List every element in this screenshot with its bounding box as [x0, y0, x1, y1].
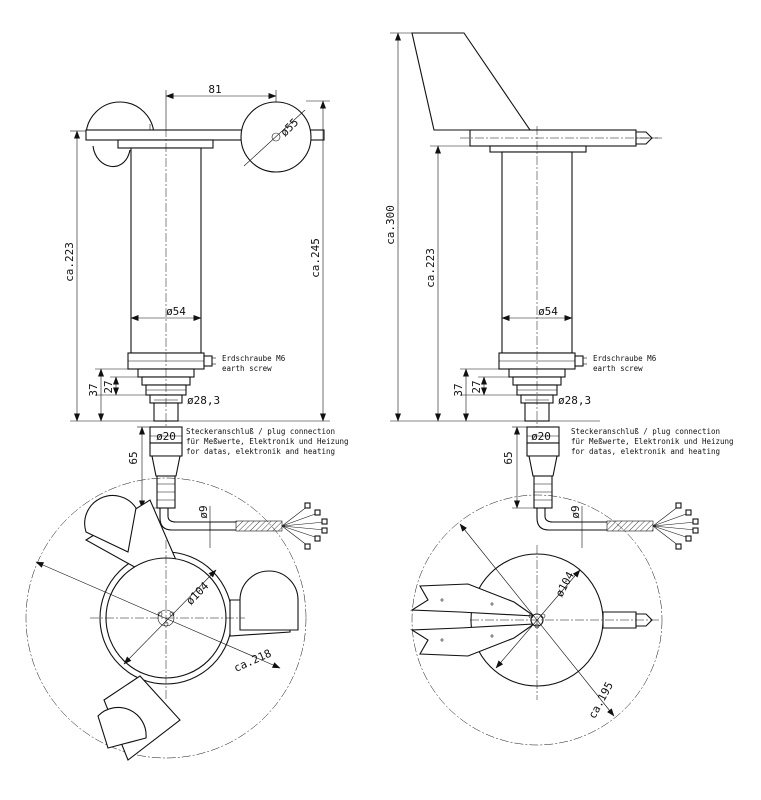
dim-height-total-vane: ca.300 [384, 205, 397, 245]
dim-cable-diameter-vane: ø9 [569, 505, 582, 518]
note-earth-screw-de-cup: Erdschraube M6 [222, 354, 286, 363]
dim-height-total-cup: ca.245 [309, 238, 322, 278]
dim-thread-diameter-cup: ø28,3 [187, 394, 220, 407]
note-plug-cup: Steckeranschluß / plug connection [186, 427, 335, 436]
note-plug-vane: Steckeranschluß / plug connection [571, 427, 720, 436]
dim-vane-sweep: ca.195 [586, 680, 616, 721]
note-plug-detail-de-vane: für Meßwerte, Elektronik und Heizung [571, 437, 734, 446]
cup-anemometer-top-view [25, 477, 307, 761]
cup-plug-and-cable [137, 426, 328, 550]
dim-body-diameter-vane: ø54 [538, 305, 558, 318]
vane-plug-and-cable [512, 426, 699, 550]
note-plug-detail-de-cup: für Meßwerte, Elektronik und Heizung [186, 437, 349, 446]
wind-vane-side-view [390, 32, 662, 430]
dim-cup-spacing: 81 [208, 83, 221, 96]
dim-plug-length-vane: 65 [502, 451, 515, 464]
dim-plug-diameter-cup: ø20 [156, 430, 176, 443]
note-earth-screw-en-vane: earth screw [593, 364, 643, 373]
dim-cable-diameter-cup: ø9 [197, 505, 210, 518]
dim-37-vane: 37 [452, 383, 465, 396]
dim-plug-length-cup: 65 [127, 451, 140, 464]
cup-anemometer-side-view [70, 90, 330, 430]
note-plug-detail-en-cup: for datas, elektronik and heating [186, 447, 335, 456]
dim-body-diameter-cup: ø54 [166, 305, 186, 318]
dim-thread-diameter-vane: ø28,3 [558, 394, 591, 407]
note-earth-screw-de-vane: Erdschraube M6 [593, 354, 657, 363]
dim-27-vane: 27 [470, 380, 483, 393]
dim-27-cup: 27 [102, 380, 115, 393]
dim-height-cup: ca.223 [63, 242, 76, 282]
dim-cup-sweep: ca.218 [232, 647, 274, 675]
note-plug-detail-en-vane: for datas, elektronik and heating [571, 447, 720, 456]
note-earth-screw-en-cup: earth screw [222, 364, 272, 373]
wind-vane-top-view [410, 494, 663, 746]
dim-37-cup: 37 [87, 383, 100, 396]
dim-plug-diameter-vane: ø20 [531, 430, 551, 443]
dim-height-vane: ca.223 [424, 248, 437, 288]
